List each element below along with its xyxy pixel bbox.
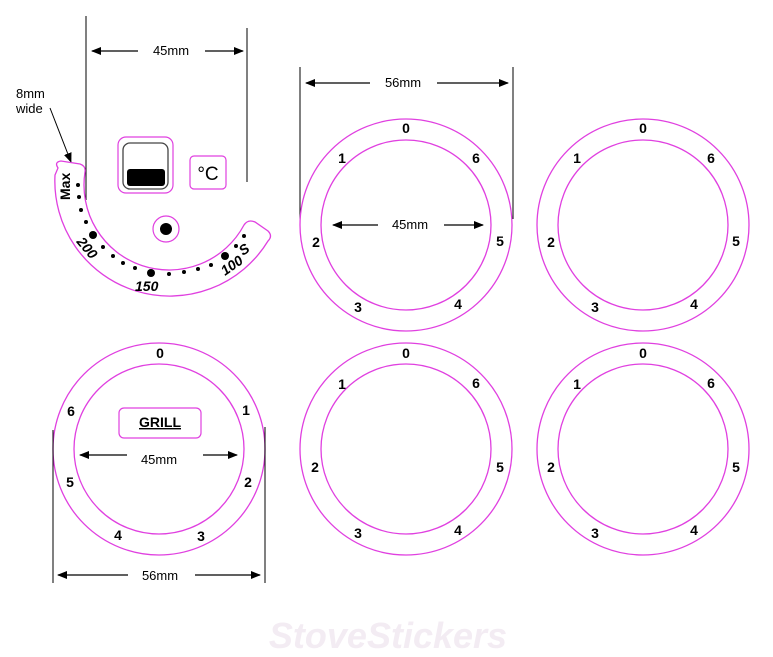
dial-number-4: 4: [690, 522, 698, 538]
oven-icon-frame: [117, 136, 174, 194]
dial-number-5: 5: [66, 474, 74, 490]
band-width-label: 8mm: [16, 86, 45, 101]
temperature-arc-band: [54, 160, 272, 297]
dial-number-6: 6: [67, 403, 75, 419]
inner-ring: [557, 139, 729, 311]
dial-number-3: 3: [591, 525, 599, 541]
grill-label-frame: [118, 407, 202, 439]
watermark: StoveStickers: [269, 615, 507, 656]
dial-number-1: 1: [338, 376, 346, 392]
dial-number-0: 0: [156, 345, 164, 361]
dial-number-3: 3: [354, 525, 362, 541]
dial-number-1: 1: [573, 376, 581, 392]
dial-top-right: 0 1 2 3 4 5 6: [536, 118, 750, 332]
dial-number-5: 5: [496, 233, 504, 249]
dial-number-0: 0: [639, 345, 647, 361]
dial-number-2: 2: [547, 234, 555, 250]
outer-ring: [536, 118, 750, 332]
center-dot-icon: [160, 223, 172, 235]
outer-diameter-label: 56mm: [385, 75, 421, 90]
dial-number-4: 4: [454, 296, 462, 312]
outer-ring: [52, 342, 266, 556]
dial-bottom-right: 0 1 2 3 4 5 6: [536, 342, 750, 556]
outer-ring: [299, 342, 513, 556]
dial-top-middle: 56mm 45mm 0 1 2 3 4 5 6: [299, 67, 514, 332]
dial-number-0: 0: [639, 120, 647, 136]
unit-label: °C: [197, 164, 218, 185]
dial-number-1: 1: [242, 402, 250, 418]
dial-number-2: 2: [547, 459, 555, 475]
dial-number-1: 1: [338, 150, 346, 166]
dial-number-6: 6: [472, 375, 480, 391]
dial-number-6: 6: [472, 150, 480, 166]
dial-number-3: 3: [197, 528, 205, 544]
inner-diameter-label: 45mm: [392, 217, 428, 232]
dial-number-6: 6: [707, 150, 715, 166]
band-width-label-2: wide: [15, 101, 43, 116]
scale-label-max: Max: [57, 173, 73, 200]
grill-title: GRILL: [139, 414, 181, 430]
scale-label-150: 150: [135, 278, 159, 294]
dial-number-4: 4: [114, 527, 122, 543]
outer-diameter-label: 56mm: [142, 568, 178, 583]
dial-number-0: 0: [402, 345, 410, 361]
inner-ring: [557, 363, 729, 535]
oven-dial: 45mm 8mm wide Max 200 150 100 S °C: [15, 16, 272, 297]
scale-label-200: 200: [73, 233, 101, 262]
dial-number-4: 4: [454, 522, 462, 538]
oven-heat-bar: [127, 169, 165, 186]
dial-number-5: 5: [496, 459, 504, 475]
inner-ring: [73, 363, 245, 535]
dial-number-0: 0: [402, 120, 410, 136]
dial-number-2: 2: [312, 234, 320, 250]
band-arrow: [49, 107, 72, 163]
dial-number-2: 2: [244, 474, 252, 490]
inner-ring: [320, 363, 492, 535]
unit-frame: [189, 155, 227, 190]
dial-bottom-middle: 0 1 2 3 4 5 6: [299, 342, 513, 556]
dial-number-2: 2: [311, 459, 319, 475]
dial-number-5: 5: [732, 233, 740, 249]
width-label: 45mm: [153, 43, 189, 58]
dial-number-5: 5: [732, 459, 740, 475]
inner-ring: [320, 139, 492, 311]
dial-number-3: 3: [354, 299, 362, 315]
scale-dots: [76, 183, 246, 277]
outer-ring: [299, 118, 513, 332]
inner-diameter-label: 45mm: [141, 452, 177, 467]
dial-number-4: 4: [690, 296, 698, 312]
dial-number-6: 6: [707, 375, 715, 391]
dial-grill: GRILL 45mm 56mm 0 1 2 3 4 5 6: [52, 342, 266, 583]
dial-number-1: 1: [573, 150, 581, 166]
oven-bottom-heat-icon: [122, 142, 169, 190]
outer-ring: [536, 342, 750, 556]
dial-number-3: 3: [591, 299, 599, 315]
center-ring: [152, 215, 180, 243]
